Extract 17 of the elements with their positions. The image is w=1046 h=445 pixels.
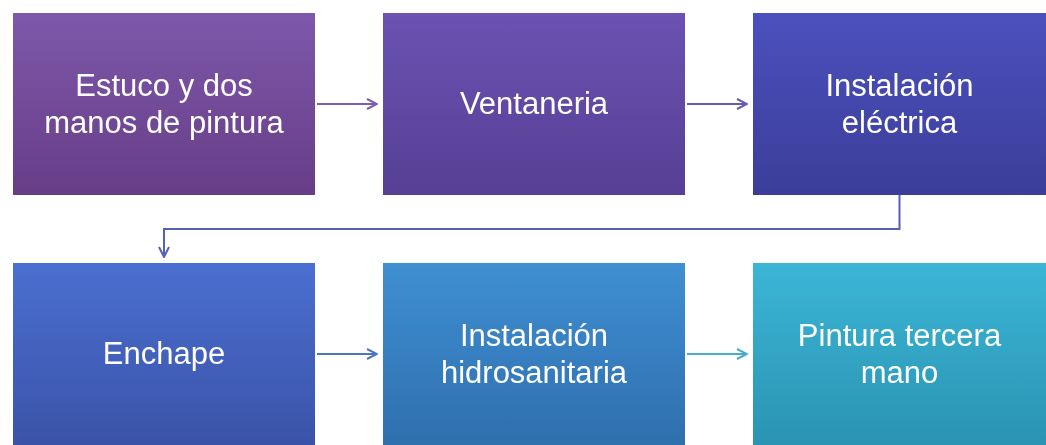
arrow [316, 98, 378, 110]
step-label: Enchape [102, 335, 226, 373]
arrow [686, 98, 748, 110]
step-label: Estuco y dos manos de pintura [43, 66, 285, 142]
step-label: Instalación hidrosanitaria [439, 316, 629, 392]
step-label: Ventaneria [459, 85, 609, 123]
process-box [383, 263, 685, 445]
arrow [686, 348, 748, 360]
process-box [753, 13, 1046, 195]
arrow [158, 194, 901, 258]
process-box [13, 13, 315, 195]
process-box [753, 263, 1046, 445]
step-label: Instalación eléctrica [824, 66, 975, 142]
process-box [383, 13, 685, 195]
arrow [316, 348, 378, 360]
step-label: Pintura tercera mano [796, 316, 1003, 392]
process-box [13, 263, 315, 445]
